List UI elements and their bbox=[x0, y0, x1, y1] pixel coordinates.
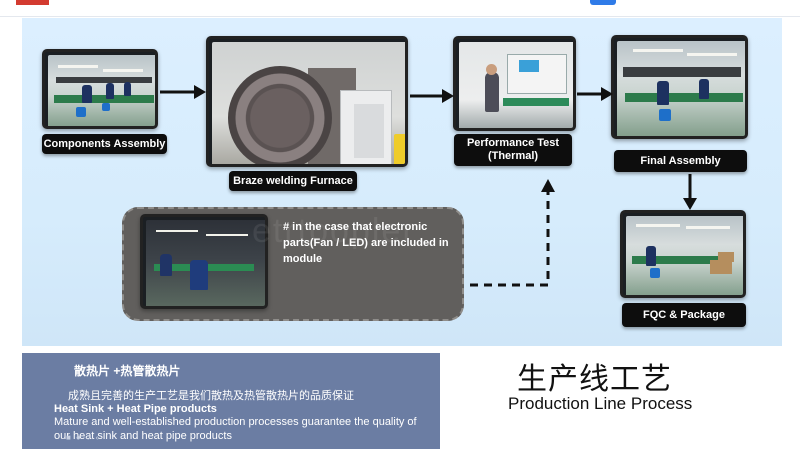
summary-cn-line: 成熟且完善的生产工艺是我们散热及热管散热片的品质保证 bbox=[68, 390, 354, 402]
components-assembly-label: Components Assembly bbox=[42, 134, 167, 154]
heading-cn: 生产线工艺 bbox=[517, 363, 672, 396]
red-tab-marker bbox=[16, 0, 49, 5]
arrow-right-icon bbox=[410, 89, 454, 103]
summary-box: 散热片 +热管散热片 成熟且完善的生产工艺是我们散热及热管散热片的品质保证 He… bbox=[22, 353, 440, 449]
performance-test-photo bbox=[453, 36, 576, 131]
performance-test-label: Performance Test (Thermal) bbox=[454, 134, 572, 166]
share-icon[interactable]: ○ bbox=[85, 433, 91, 442]
arrow-down-icon bbox=[683, 174, 697, 210]
comment-icon[interactable]: ● bbox=[75, 433, 81, 442]
module-note: # in the case that electronic parts(Fan … bbox=[283, 221, 449, 265]
braze-welding-furnace-photo bbox=[206, 36, 408, 167]
arrow-right-icon bbox=[160, 85, 206, 99]
heading-en: Production Line Process bbox=[508, 394, 693, 413]
final-assembly-label: Final Assembly bbox=[614, 150, 747, 172]
fqc-package-photo bbox=[620, 210, 746, 298]
final-assembly-photo bbox=[611, 35, 748, 139]
summary-en-title: Heat Sink + Heat Pipe products bbox=[54, 403, 217, 415]
summary-cn-title: 散热片 +热管散热片 bbox=[74, 364, 181, 378]
summary-en-line: Mature and well-established production p… bbox=[54, 416, 417, 442]
braze-welding-furnace-label: Braze welding Furnace bbox=[229, 171, 357, 191]
components-assembly-photo bbox=[42, 49, 158, 129]
top-divider bbox=[0, 16, 800, 17]
module-assembly-photo bbox=[140, 214, 268, 309]
mini-toolbar: ■ ● ○ ‹ bbox=[66, 433, 98, 442]
watermark: etrtoopler bbox=[252, 212, 416, 250]
dashed-connector-arrow-icon bbox=[470, 179, 555, 287]
arrow-right-icon bbox=[577, 87, 613, 101]
fqc-package-label: FQC & Package bbox=[622, 303, 746, 327]
video-icon[interactable]: ■ bbox=[66, 433, 71, 442]
back-icon[interactable]: ‹ bbox=[95, 433, 99, 442]
blue-tab-marker bbox=[590, 0, 616, 5]
